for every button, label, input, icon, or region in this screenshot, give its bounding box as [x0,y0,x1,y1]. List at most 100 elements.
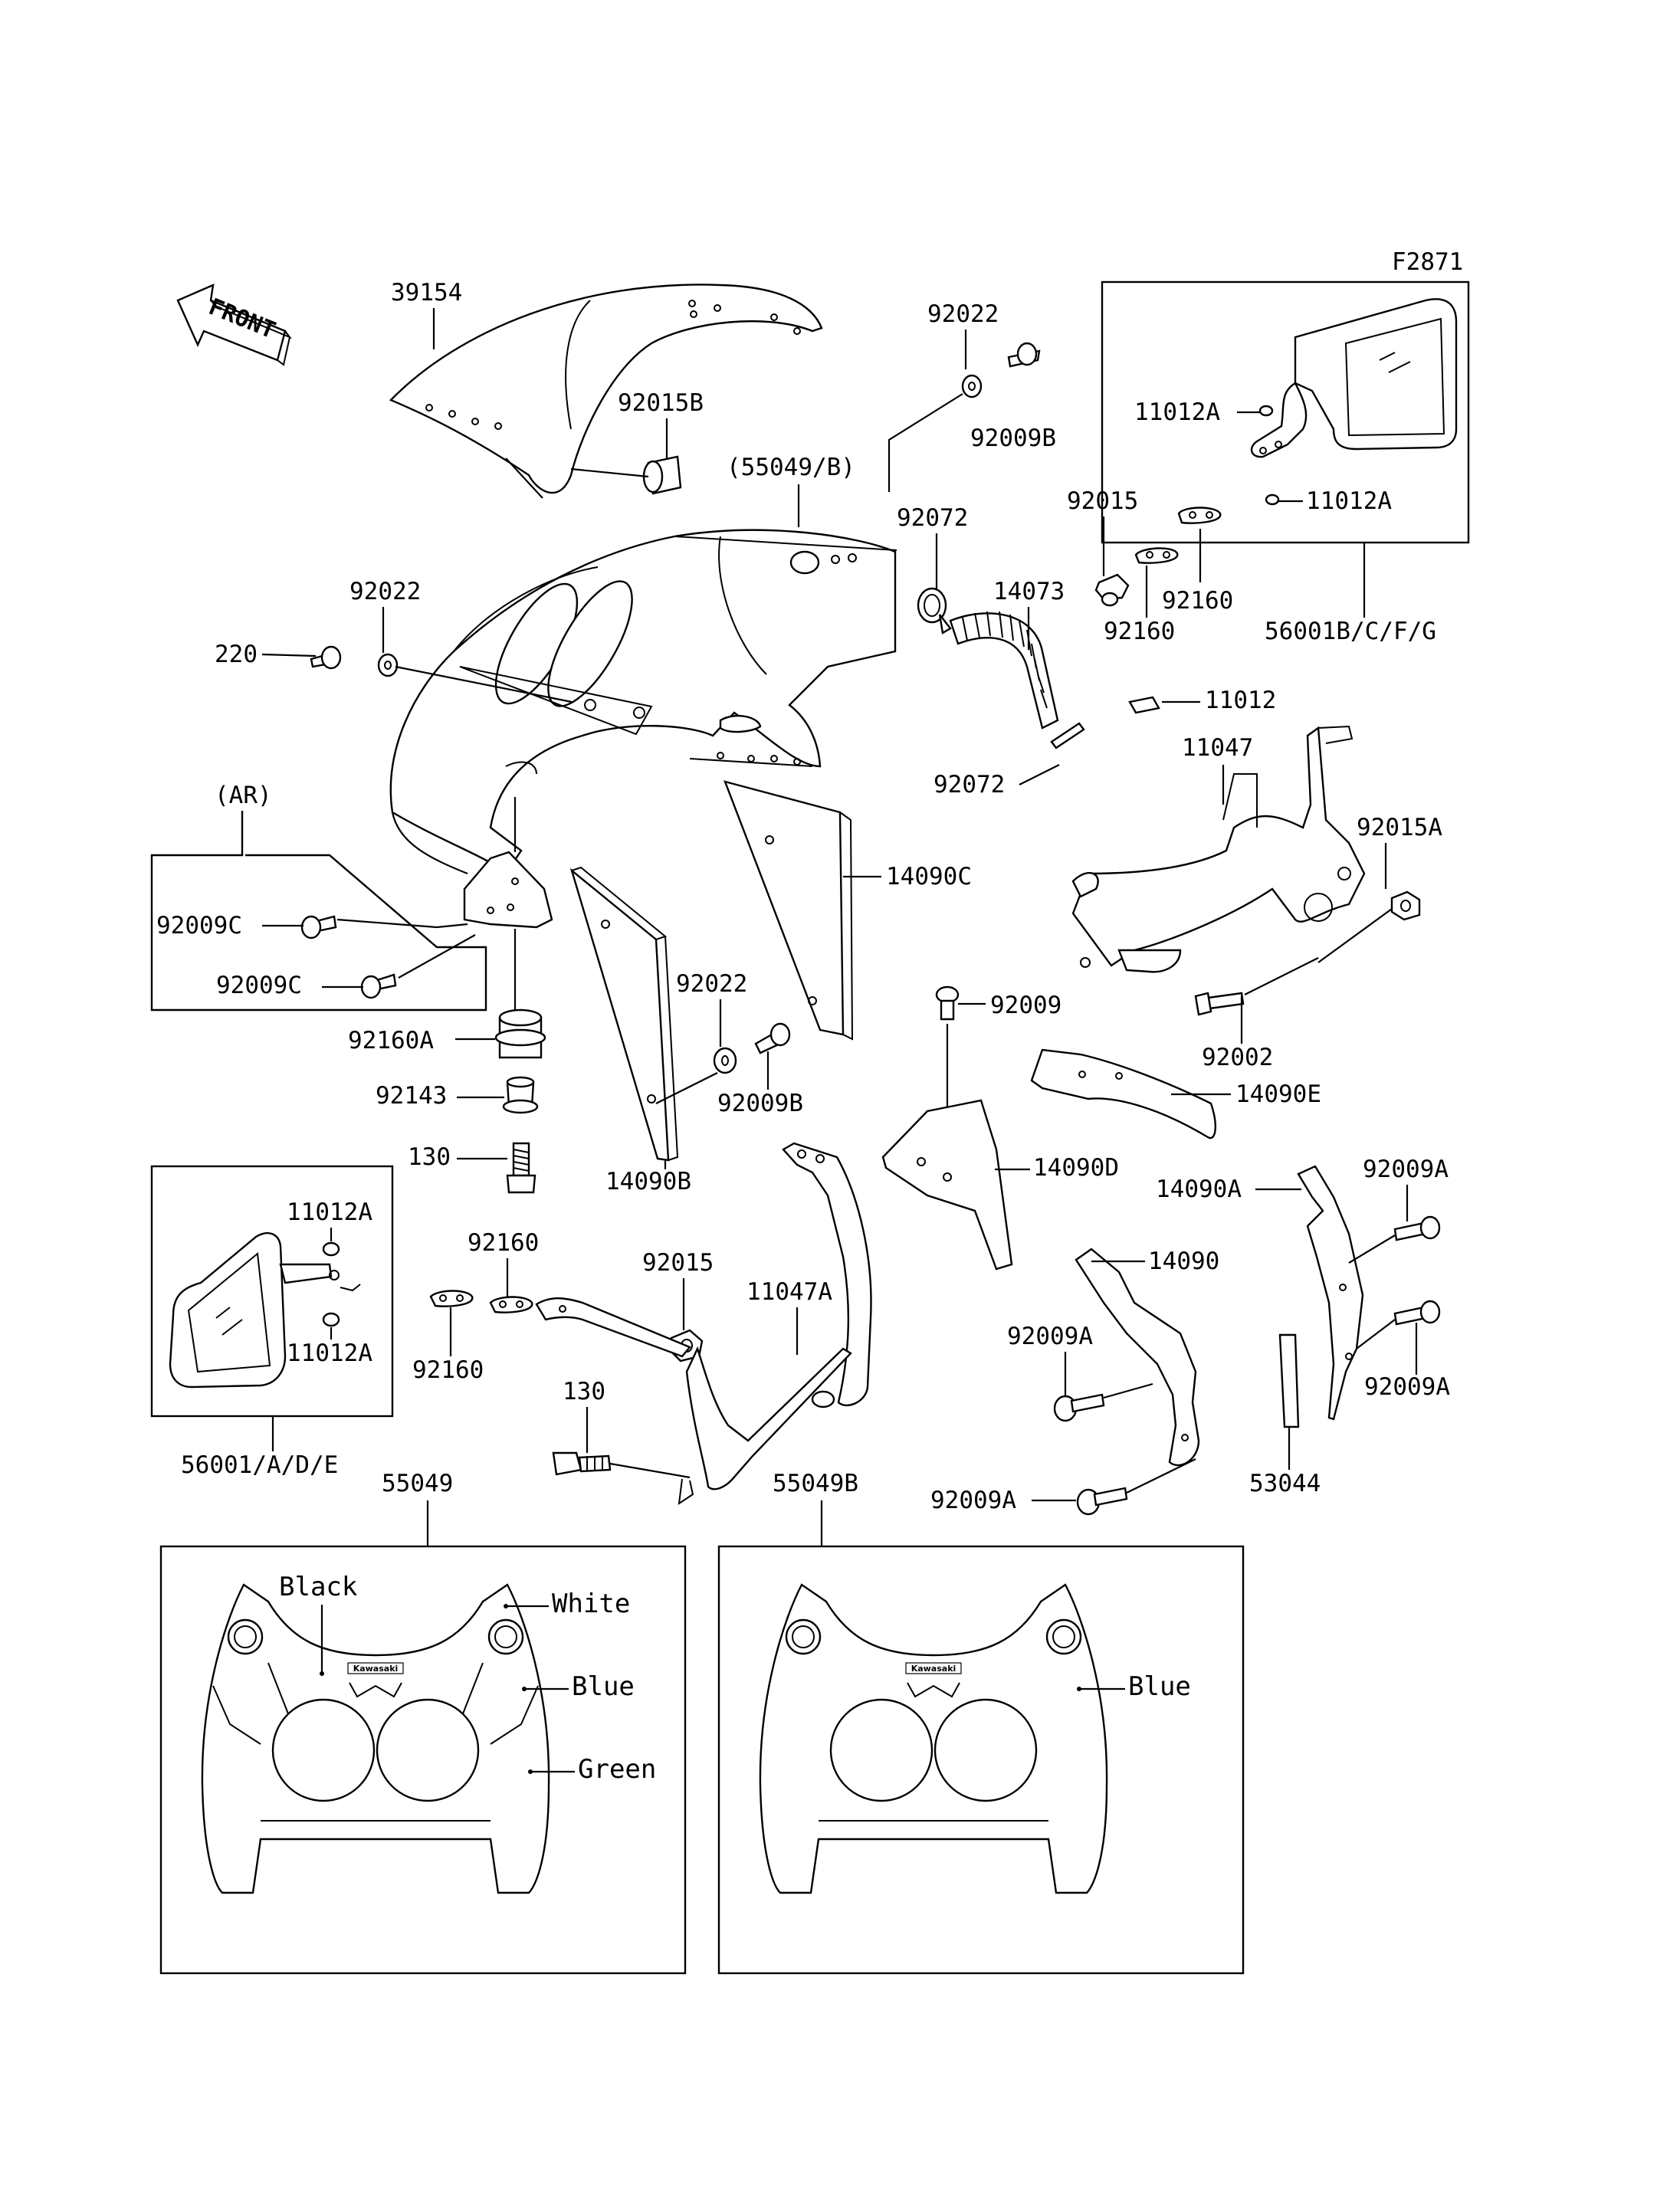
label-92072-mid: 92072 [934,771,1005,798]
label-92009C-2: 92009C [216,972,302,999]
bolt-92002 [1194,992,1245,1016]
screw-92009A-r2 [1393,1300,1441,1326]
bolt-130-bot [552,1451,612,1476]
label-11047A: 11047A [746,1278,832,1306]
variant-box-55049 [159,1545,687,1975]
label-AR: (AR) [215,782,272,809]
plate-92160-b [1177,507,1222,524]
label-92009B-top: 92009B [970,425,1056,452]
label-92022-top: 92022 [927,300,999,328]
label-92160-c: 92160 [468,1229,539,1257]
label-92009A-mid: 92009A [1007,1323,1093,1350]
plate-92160-d [429,1290,474,1307]
variant-box-55049B [717,1545,1245,1975]
panel-14090C [724,780,854,1041]
nut-11012A-2 [1265,494,1280,506]
panel-14090B [569,866,679,1162]
label-11047: 11047 [1182,734,1253,762]
label-92015B: 92015B [618,389,704,417]
label-55049B: 55049B [773,1470,858,1497]
plate-92160-a [1134,547,1179,564]
front-direction-arrow: FRONT [176,284,292,366]
label-92015-mid: 92015 [642,1249,714,1277]
label-14073: 14073 [993,578,1065,605]
nut-92015A [1390,890,1421,921]
label-92009B-mid: 92009B [717,1090,803,1117]
label-53044: 53044 [1249,1470,1321,1497]
label-130-top: 130 [408,1143,451,1171]
label-92072-top: 92072 [897,504,968,532]
mirror-right [1250,298,1458,458]
screw-92009 [935,985,960,1021]
label-92009A-r2: 92009A [1364,1373,1450,1401]
upper-cowl-55049 [389,529,897,875]
washer-92022-top [961,374,983,398]
label-130-bot: 130 [563,1378,605,1405]
label-14090: 14090 [1148,1248,1219,1275]
label-14090E: 14090E [1235,1080,1321,1108]
stay-11047A [535,1142,872,1506]
windscreen-39154 [389,284,823,494]
color-black: Black [279,1572,357,1602]
label-11012A-2: 11012A [1306,487,1392,515]
label-92160-b: 92160 [1162,587,1233,615]
screw-92009C-1 [300,915,337,939]
nut-11012A-1 [1258,405,1274,417]
mirror-left [169,1231,361,1389]
plate-92160-c [489,1296,533,1313]
screw-92009A-r1 [1393,1215,1441,1241]
screw-92009B-mid [754,1022,791,1054]
grommet-92160A [494,1008,546,1059]
label-14090B: 14090B [605,1168,691,1195]
screw-92009B-top [1007,342,1041,368]
label-11012A-4: 11012A [287,1340,372,1367]
label-92009: 92009 [990,992,1061,1019]
label-92160-d: 92160 [412,1356,484,1384]
label-14090D: 14090D [1033,1154,1119,1182]
label-11012A-1: 11012A [1134,398,1220,426]
color-white: White [552,1589,630,1619]
figure-code: F2871 [1392,248,1463,276]
screw-92009C-2 [360,973,397,999]
label-92002: 92002 [1202,1044,1273,1071]
label-56001BCFG: 56001B/C/F/G [1265,618,1436,645]
label-92160A: 92160A [348,1027,434,1054]
hose-14073 [949,611,1059,730]
washer-92022-left [377,653,399,677]
nut-11012A-3 [322,1241,340,1257]
mirror-box-right [1101,280,1470,544]
label-92022-left: 92022 [349,578,421,605]
color-blue-left: Blue [572,1671,635,1702]
label-92009A-r1: 92009A [1363,1156,1449,1183]
label-220: 220 [215,641,258,668]
panel-14090 [1075,1248,1200,1467]
label-55049B-ref: (55049/B) [727,454,855,481]
label-56001ADE: 56001/A/D/E [181,1451,338,1479]
screw-220 [310,645,342,670]
label-14090A: 14090A [1156,1176,1242,1203]
nut-11012A-4 [322,1312,340,1327]
panel-14090E [1030,1048,1216,1139]
clamp-92072-top [917,587,952,635]
label-92009C-1: 92009C [156,912,242,939]
cowl-front-view-55049B: Kawasaki [759,1583,1108,1894]
screw-92009A-bot [1076,1487,1128,1516]
stay-11047 [1071,725,1366,973]
nut-92015-top [1094,573,1130,607]
screw-92009A-mid [1053,1393,1105,1422]
panel-14090D [881,1099,1013,1271]
panel-14090A [1297,1165,1364,1421]
label-92015A: 92015A [1357,814,1442,841]
label-92143: 92143 [376,1082,447,1110]
logo-55049: Kawasaki [353,1664,399,1674]
label-92160-a: 92160 [1104,618,1175,645]
cowl-front-view-55049: Kawasaki [201,1583,550,1894]
washer-92022-mid [713,1047,737,1074]
ar-box [150,811,487,1012]
color-green: Green [578,1754,656,1785]
logo-55049B: Kawasaki [911,1664,956,1674]
label-92022-mid: 92022 [676,970,747,998]
label-55049: 55049 [382,1470,453,1497]
label-39154: 39154 [391,279,462,307]
